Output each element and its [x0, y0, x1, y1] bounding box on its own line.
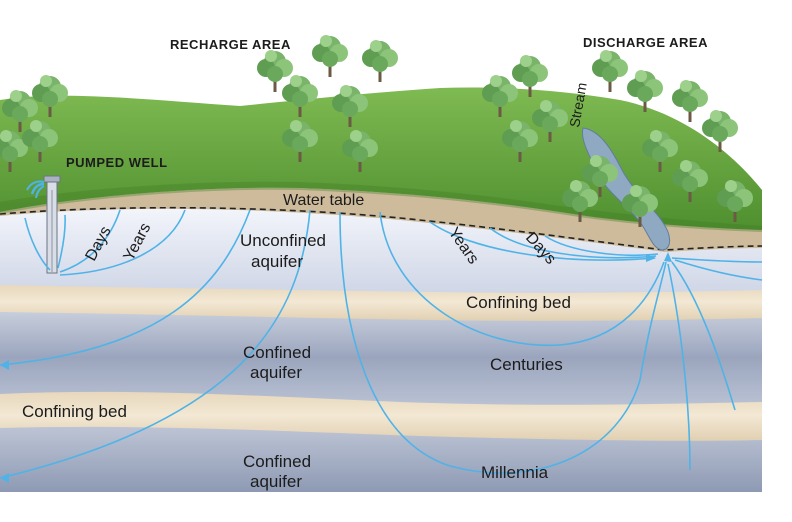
flow-line [0, 209, 311, 479]
subsurface-layers [0, 207, 762, 492]
soil-band [0, 187, 762, 252]
tree-icon [592, 50, 628, 92]
pumped-well-label: PUMPED WELL [66, 155, 168, 170]
unconfined-aquifer-label-line2: aquifer [251, 252, 303, 271]
flow-line [339, 211, 667, 474]
flow-lines [0, 209, 763, 483]
flow-line [544, 235, 659, 256]
flow-line [24, 217, 51, 271]
unconfined-aquifer-label-line1: Unconfined [240, 231, 326, 250]
confined-aquifer-upper-label-line2: aquifer [250, 363, 302, 382]
recharge-area-label: RECHARGE AREA [170, 37, 291, 52]
discharge-area-label: DISCHARGE AREA [583, 35, 708, 50]
lower-confined-aquifer [0, 423, 762, 492]
flow-line [671, 261, 736, 411]
water-spout-icon [26, 180, 45, 199]
confining-bed-lower-label: Confining bed [22, 402, 127, 421]
centuries-label: Centuries [490, 355, 563, 374]
upper-confined-aquifer [0, 310, 762, 405]
flow-line [671, 257, 763, 263]
tree-icon [312, 35, 348, 77]
flow-line [674, 259, 763, 281]
flow-line [59, 209, 121, 273]
flow-arrow [646, 254, 656, 262]
water-table-line [0, 206, 763, 251]
confined-aquifer-upper-label-line1: Confined [243, 343, 311, 362]
confined-aquifer-lower-label-line1: Confined [243, 452, 311, 471]
tree-icon [672, 80, 708, 122]
flow-arrow [0, 360, 9, 370]
millennia-label: Millennia [481, 463, 549, 482]
flow-arrow [664, 252, 672, 262]
flow-line [379, 211, 665, 347]
confined-aquifer-lower-label-line2: aquifer [250, 472, 302, 491]
flow-line [0, 209, 251, 366]
well-icon [43, 175, 61, 274]
flow-line [489, 227, 657, 259]
stream-label: Stream [566, 81, 590, 128]
flow-arrow [0, 473, 9, 483]
flow-line [57, 214, 66, 269]
unconfined-aquifer [0, 207, 762, 293]
flow-line [667, 263, 691, 471]
land-edge-shadow [0, 181, 762, 232]
water-table-label: Water table [283, 192, 364, 209]
flow-line [59, 209, 186, 276]
tree-icon [362, 40, 398, 82]
flow-line [429, 221, 656, 261]
confining-bed-upper-label: Confining bed [466, 293, 571, 312]
